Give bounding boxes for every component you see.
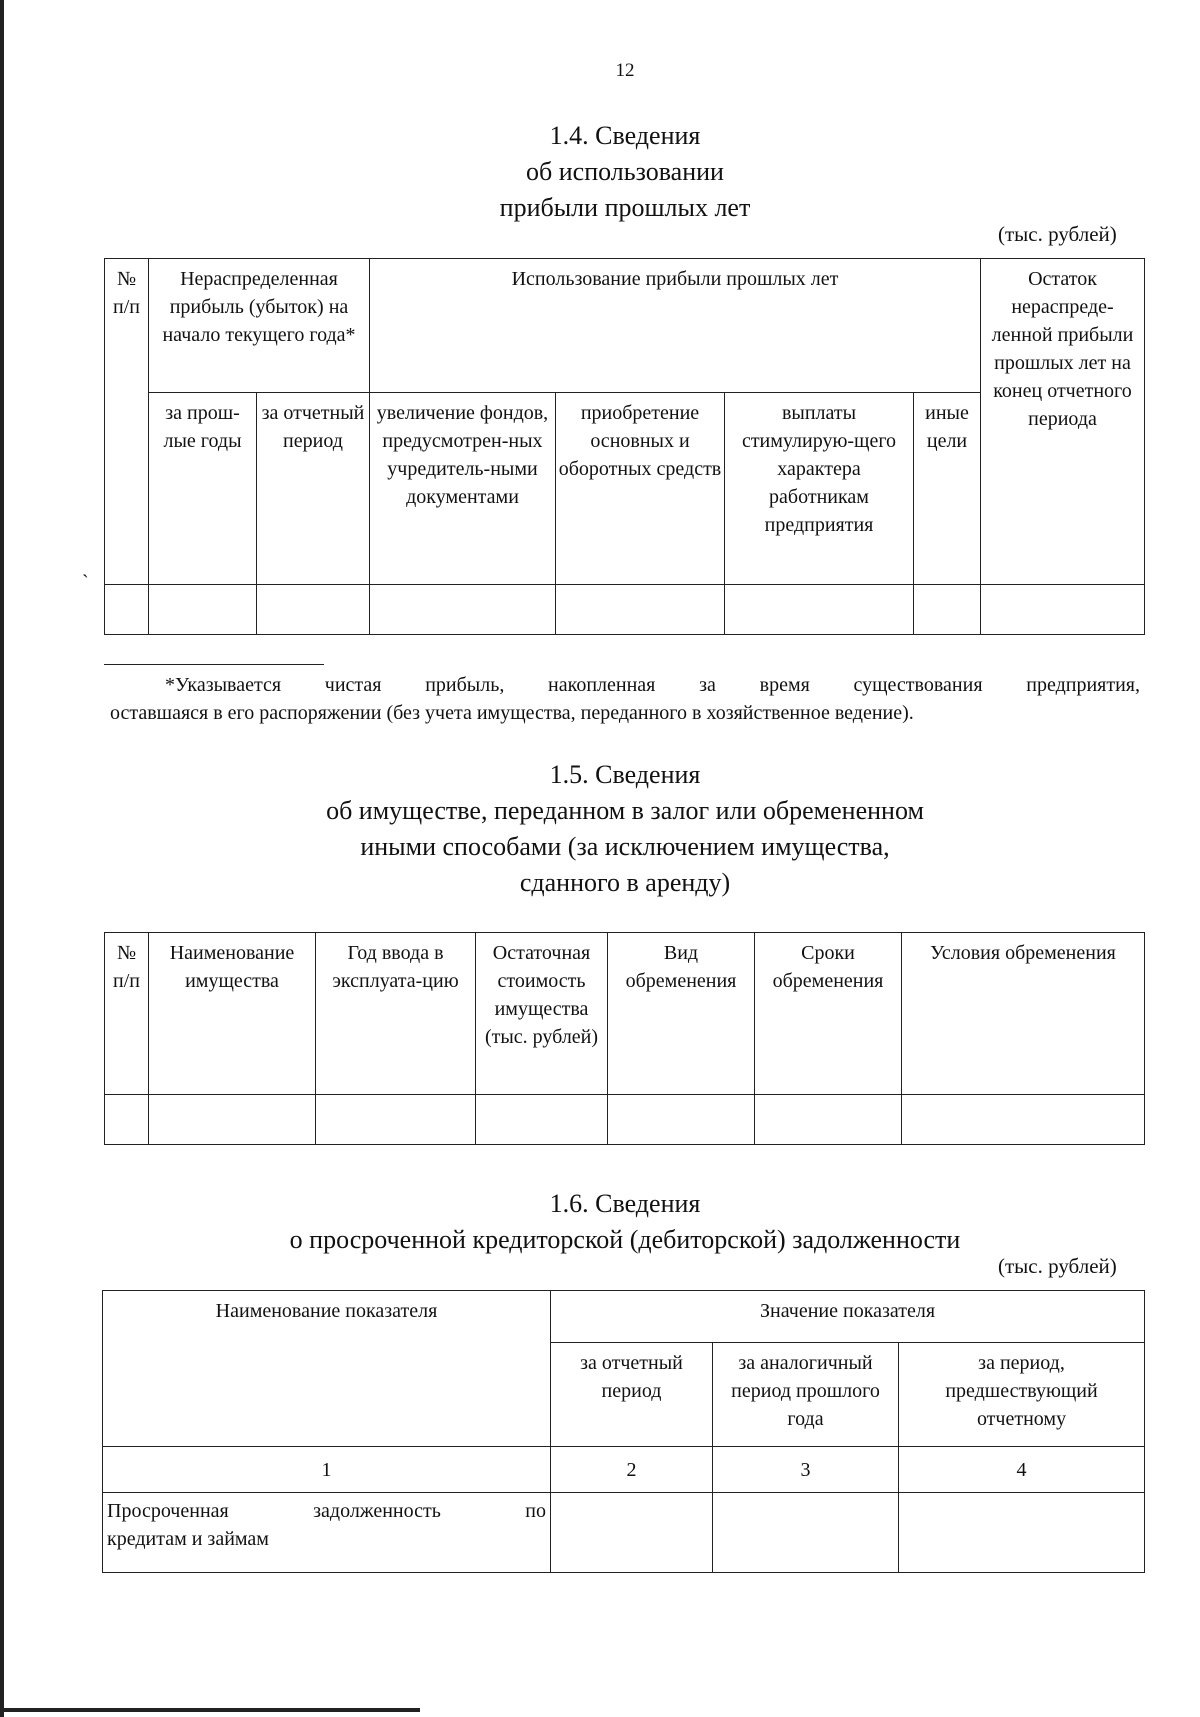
page-number: 12 [615,60,635,81]
header-encumbrance-terms: Сроки обременения [754,932,902,1095]
empty-cell [256,584,370,635]
header-bonus-payments: выплаты стимулирую-щего характера работн… [724,392,914,585]
header-assets-purchase: приобретение основных и оборотных средст… [555,392,725,585]
empty-cell [712,1492,899,1573]
row-label-word: Просроченная [107,1500,229,1522]
section-1-5-title-line: 1.5. Сведения [549,760,701,789]
empty-cell [315,1094,476,1145]
empty-cell [607,1094,755,1145]
section-1-4-title-line: прибыли прошлых лет [499,193,751,222]
header-indicator-name: Наименование показателя [102,1290,551,1447]
row-label-line: Просроченная задолженность по [107,1497,546,1525]
section-1-4-unit: (тыс. рублей) [998,222,1117,246]
header-same-period-last-year: за аналогичный период прошлого года [712,1342,899,1447]
header-past-years: за прош-лые годы [148,392,257,585]
footnote-line: оставшаяся в его распоряжении (без учета… [110,702,914,724]
row-label: Просроченная задолженность по кредитам и… [102,1492,551,1573]
empty-cell [980,584,1145,635]
section-1-6-unit: (тыс. рублей) [998,1254,1117,1278]
header-commission-year: Год ввода в эксплуата-цию [315,932,476,1095]
profit-usage-table: № п/п Нераспределенная прибыль (убыток) … [104,258,1145,635]
section-1-6-title-line: о просроченной кредиторской (дебиторской… [289,1225,961,1254]
section-1-4-title-line: 1.4. Сведения [549,121,701,150]
header-previous-period: за период, предшествующий отчетному [897,1342,1146,1447]
header-property-name: Наименование имущества [148,932,316,1095]
empty-cell [550,1492,713,1573]
row-label-word: задолженность [313,1500,441,1522]
header-num: № п/п [104,258,149,585]
footnote-separator [104,664,324,665]
header-funds-increase: увеличение фондов, предусмотрен-ных учре… [369,392,556,585]
footnote: *Указывается чистая прибыль, накопленная… [110,671,1140,727]
header-profit-usage: Использование прибыли прошлых лет [369,258,981,393]
section-1-5-title-line: иными способами (за исключением имуществ… [360,832,890,861]
row-label-line: кредитам и займам [107,1528,269,1550]
empty-cell [724,584,914,635]
section-1-5-title: 1.5. Сведения об имуществе, переданном в… [0,757,1200,901]
empty-cell [897,1492,1146,1573]
header-retained-profit: Нераспределенная прибыль (убыток) на нач… [148,258,370,393]
empty-cell [555,584,725,635]
overdue-debt-table: Наименование показателя Значение показат… [102,1290,1146,1573]
encumbered-property-table: № п/п Наименование имущества Год ввода в… [104,932,1145,1145]
header-other-purposes: иные цели [913,392,981,585]
section-1-6-title: 1.6. Сведения о просроченной кредиторско… [0,1186,1200,1258]
empty-cell [104,584,149,635]
empty-cell [754,1094,902,1145]
empty-cell [148,584,257,635]
header-reporting-period: за отчетный период [256,392,370,585]
header-reporting-period: за отчетный период [550,1342,713,1447]
column-number: 2 [550,1446,713,1493]
header-encumbrance-type: Вид обременения [607,932,755,1095]
row-label-word: по [525,1500,546,1522]
empty-cell [913,584,981,635]
empty-cell [104,1094,149,1145]
column-number: 3 [712,1446,899,1493]
scan-left-edge [0,0,4,1717]
header-indicator-value: Значение показателя [549,1290,1146,1343]
column-number: 1 [102,1446,551,1493]
empty-cell [148,1094,316,1145]
header-remainder: Остаток нераспреде-ленной прибыли прошлы… [980,258,1145,585]
footnote-line: *Указывается чистая прибыль, накопленная… [165,674,1140,696]
scan-bottom-edge [0,1708,420,1712]
header-num: № п/п [104,932,149,1095]
header-encumbrance-conditions: Условия обременения [901,932,1145,1095]
section-1-4-title: 1.4. Сведения об использовании прибыли п… [0,118,1200,226]
section-1-5-title-line: сданного в аренду) [519,868,731,897]
empty-cell [901,1094,1145,1145]
section-1-5-title-line: об имуществе, переданном в залог или обр… [326,796,924,825]
section-1-4-title-line: об использовании [526,157,724,186]
empty-cell [475,1094,608,1145]
column-number: 4 [897,1446,1146,1493]
header-residual-value: Остаточная стоимость имущества (тыс. руб… [475,932,608,1095]
section-1-6-title-line: 1.6. Сведения [549,1189,701,1218]
stray-mark: ˏ [82,556,89,578]
empty-cell [369,584,556,635]
